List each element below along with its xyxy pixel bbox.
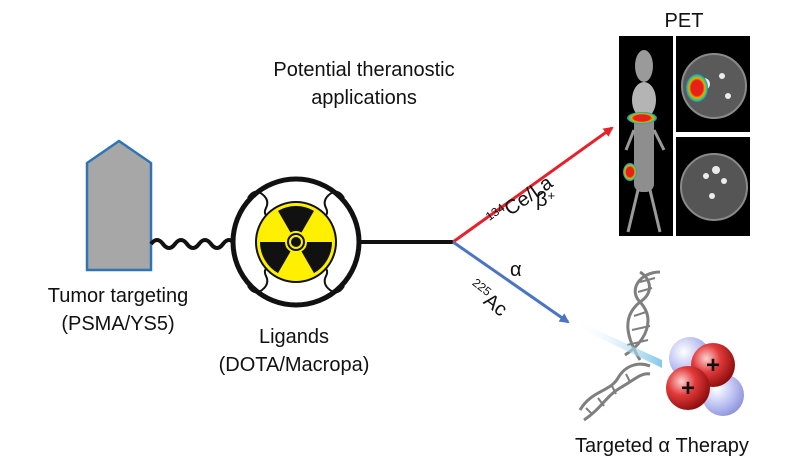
- proton-2-symbol: +: [681, 375, 695, 402]
- pet-hotspot-chest: [627, 112, 657, 124]
- dna-helix-upper: [624, 270, 661, 361]
- alpha-arrow: [452, 240, 570, 324]
- alpha-isotope-label: 225Ac: [463, 275, 512, 321]
- pet-hotspot-tumor: [623, 163, 637, 181]
- radiation-trefoil-blades: [260, 206, 332, 274]
- alpha-particle-nucleus: + +: [666, 337, 744, 416]
- pet-decay-label: β+: [536, 188, 555, 211]
- ligand-label-line-1: Ligands: [259, 326, 329, 348]
- pet-mouse-rendering: [623, 50, 666, 233]
- pet-hotspot-axial: [686, 74, 708, 102]
- trefoil-blade-1: [278, 206, 314, 233]
- title-line-2: applications: [311, 87, 417, 109]
- pet-decay-charge: +: [548, 188, 556, 203]
- proton-2: [666, 366, 710, 410]
- targeting-label-line-2: (PSMA/YS5): [61, 313, 174, 335]
- alpha-decay-label: α: [510, 259, 522, 281]
- pet-title: PET: [665, 10, 704, 32]
- targeting-vector-shape: [85, 139, 153, 272]
- pet-axial-top-slice: [681, 53, 747, 119]
- trefoil-blade-2: [301, 242, 332, 274]
- pet-decay-base: β: [536, 189, 548, 211]
- alpha-particle-beam: [575, 320, 662, 368]
- trefoil-blade-3: [260, 242, 291, 274]
- title-line-1: Potential theranostic: [273, 59, 454, 81]
- ligand-label-line-2: (DOTA/Macropa): [219, 354, 370, 376]
- therapy-label: Targeted α Therapy: [575, 435, 749, 457]
- svg-text:225Ac: 225Ac: [463, 275, 512, 321]
- pet-axial-bottom-slice: [680, 153, 748, 221]
- targeting-label-line-1: Tumor targeting: [48, 285, 188, 307]
- proton-1-symbol: +: [706, 352, 720, 379]
- dna-helix-lower: [578, 362, 651, 422]
- linker-wave: [149, 238, 237, 250]
- pet-arrow: [452, 126, 614, 244]
- ligand-chelator: [230, 176, 362, 308]
- trefoil-center: [291, 237, 301, 247]
